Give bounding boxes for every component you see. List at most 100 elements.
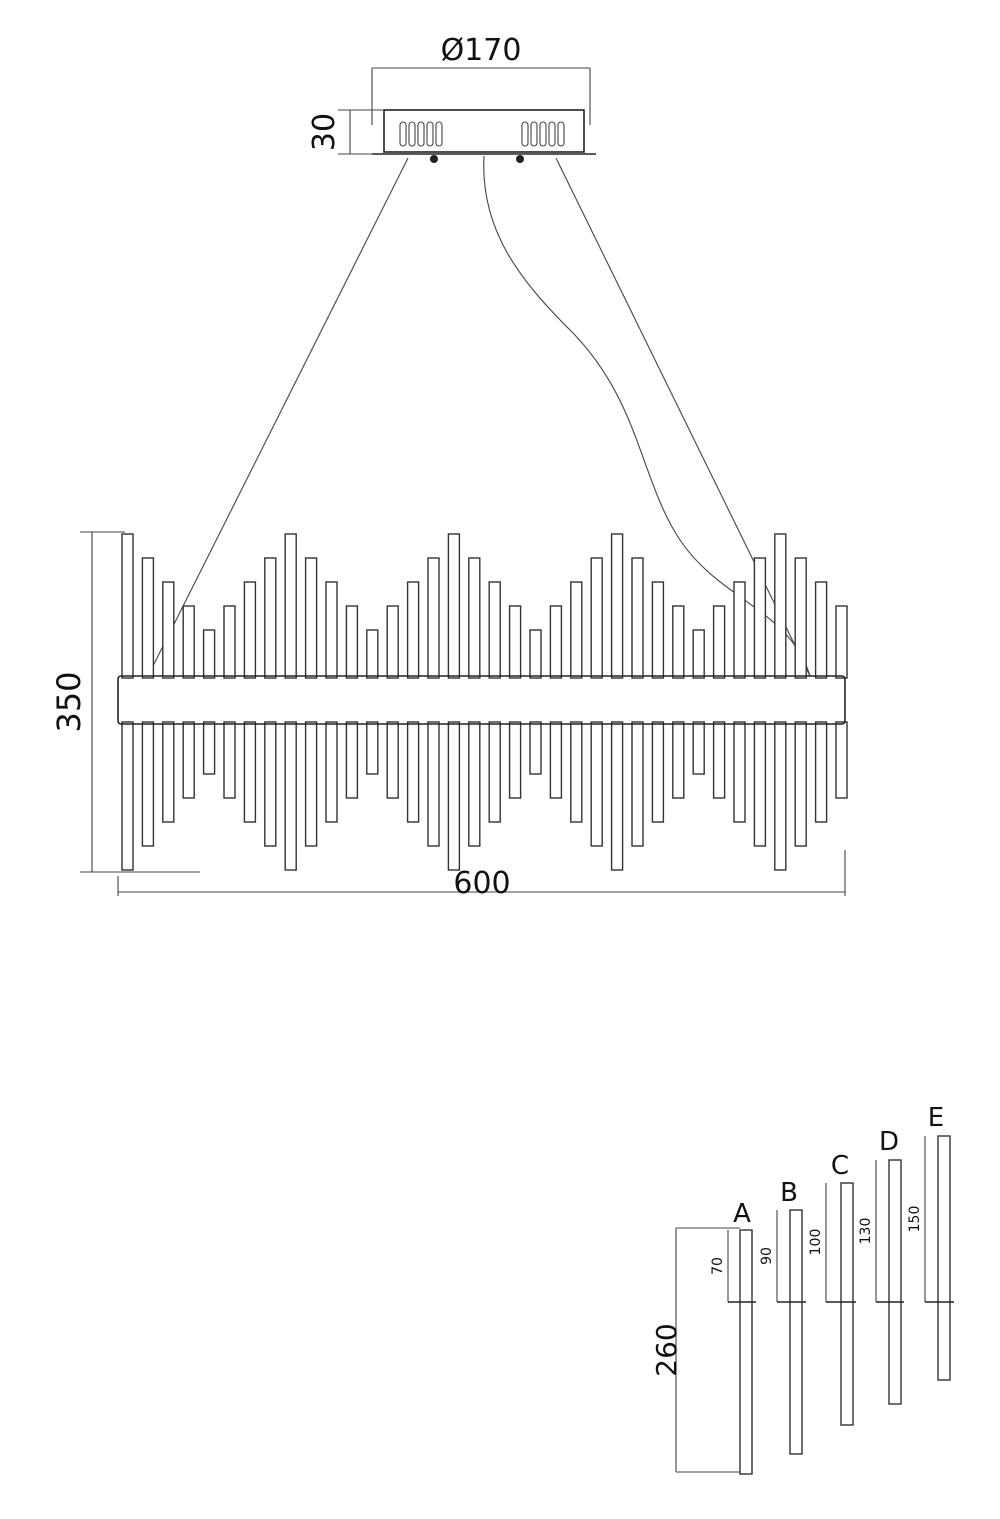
- crystal-rod: [406, 721, 420, 823]
- crystal-rod: [488, 581, 501, 679]
- fixture-width-label: 600: [453, 866, 510, 901]
- crystal-rod: [162, 581, 175, 679]
- crystal-rod: [712, 721, 726, 799]
- rod-length-label: 90: [759, 1247, 775, 1265]
- crystal-rod: [304, 721, 318, 847]
- crystal-rod: [264, 721, 277, 847]
- crystal-rod: [202, 629, 216, 679]
- crystal-rod: [508, 721, 522, 799]
- crystal-rod: [529, 629, 542, 679]
- crystal-rod: [570, 581, 583, 679]
- crystal-rod: [712, 605, 726, 679]
- rod-letter-label: B: [780, 1178, 798, 1208]
- crystal-rod: [590, 721, 603, 847]
- rod-letter-label: E: [928, 1103, 944, 1133]
- canopy-diameter-label: Ø170: [441, 33, 522, 68]
- crystal-rod: [386, 721, 399, 799]
- rod-total-length-label: 260: [650, 1323, 683, 1376]
- canopy-height-label: 30: [307, 113, 342, 151]
- crystal-rod: [243, 721, 257, 823]
- crystal-rod: [121, 533, 134, 679]
- crystal-rod: [223, 721, 236, 799]
- rod-letter-label: A: [733, 1199, 751, 1229]
- crystal-rod: [182, 721, 195, 799]
- crystal-rod: [325, 581, 338, 679]
- crystal-rod: [774, 721, 787, 871]
- crystal-rod: [794, 721, 807, 847]
- crystal-rod: [468, 721, 481, 847]
- rod-types-detail: 260 A 70 B 90 C 100 D: [650, 1103, 954, 1475]
- crystal-rod: [549, 605, 563, 679]
- rod-type-e: E 150: [907, 1103, 954, 1381]
- crystal-rod: [141, 557, 155, 679]
- crystal-rod: [366, 721, 379, 775]
- crystal-rod: [284, 533, 297, 679]
- fixture-bar: [117, 675, 846, 725]
- rods-upper-row: [121, 533, 848, 679]
- crystal-rod: [733, 721, 746, 823]
- crystal-rod: [794, 557, 807, 679]
- rod-type-d: D 130: [858, 1127, 904, 1405]
- crystal-rod: [386, 605, 399, 679]
- canopy-vent-right: [521, 121, 565, 147]
- crystal-rod: [447, 533, 461, 679]
- crystal-rod: [631, 557, 644, 679]
- crystal-rod: [304, 557, 318, 679]
- crystal-rod: [366, 629, 379, 679]
- crystal-rod: [284, 721, 297, 871]
- rod-letter-label: C: [831, 1151, 849, 1181]
- crystal-rod: [345, 605, 359, 679]
- crystal-rod: [529, 721, 542, 775]
- crystal-rod: [753, 557, 767, 679]
- rod-type-c: C 100: [808, 1151, 856, 1426]
- crystal-rod: [427, 557, 440, 679]
- crystal-rod: [610, 533, 624, 679]
- crystal-rod: [610, 721, 624, 871]
- crystal-rod: [570, 721, 583, 823]
- rod-type-b: B 90: [759, 1178, 806, 1455]
- crystal-rod: [549, 721, 563, 799]
- rod-letter-label: D: [879, 1127, 899, 1157]
- crystal-rod: [672, 721, 685, 799]
- crystal-rod: [162, 721, 175, 823]
- crystal-rod: [753, 721, 767, 847]
- crystal-rod: [508, 605, 522, 679]
- rods-lower-row: [121, 721, 848, 871]
- crystal-rod: [468, 557, 481, 679]
- crystal-rod: [447, 721, 461, 871]
- crystal-rod: [223, 605, 236, 679]
- crystal-rod: [590, 557, 603, 679]
- crystal-rod: [325, 721, 338, 823]
- crystal-rod: [692, 629, 705, 679]
- crystal-rod: [121, 721, 134, 871]
- crystal-rod: [631, 721, 644, 847]
- crystal-rod: [814, 581, 828, 679]
- crystal-rod: [651, 581, 665, 679]
- crystal-rod: [814, 721, 828, 823]
- crystal-rod: [202, 721, 216, 775]
- crystal-rod: [141, 721, 155, 847]
- rod-length-label: 150: [907, 1206, 923, 1233]
- crystal-rod: [835, 721, 848, 799]
- crystal-rod: [488, 721, 501, 823]
- rod-type-a: A 70: [710, 1199, 756, 1475]
- canopy: Ø170 30: [307, 33, 596, 163]
- crystal-rod: [692, 721, 705, 775]
- rod-length-label: 70: [710, 1257, 726, 1275]
- crystal-rod: [243, 581, 257, 679]
- suspension-cables: [147, 155, 811, 677]
- crystal-rod: [182, 605, 195, 679]
- crystal-rod: [427, 721, 440, 847]
- canopy-vent-left: [399, 121, 443, 147]
- crystal-rod: [406, 581, 420, 679]
- crystal-rod: [774, 533, 787, 679]
- rod-length-label: 100: [808, 1229, 824, 1256]
- rod-length-label: 130: [858, 1218, 874, 1245]
- fixture-height-label: 350: [50, 671, 88, 732]
- crystal-rod: [345, 721, 359, 799]
- fixture: 350 600: [50, 531, 848, 901]
- crystal-rod: [835, 605, 848, 679]
- crystal-rod: [264, 557, 277, 679]
- crystal-rod: [651, 721, 665, 823]
